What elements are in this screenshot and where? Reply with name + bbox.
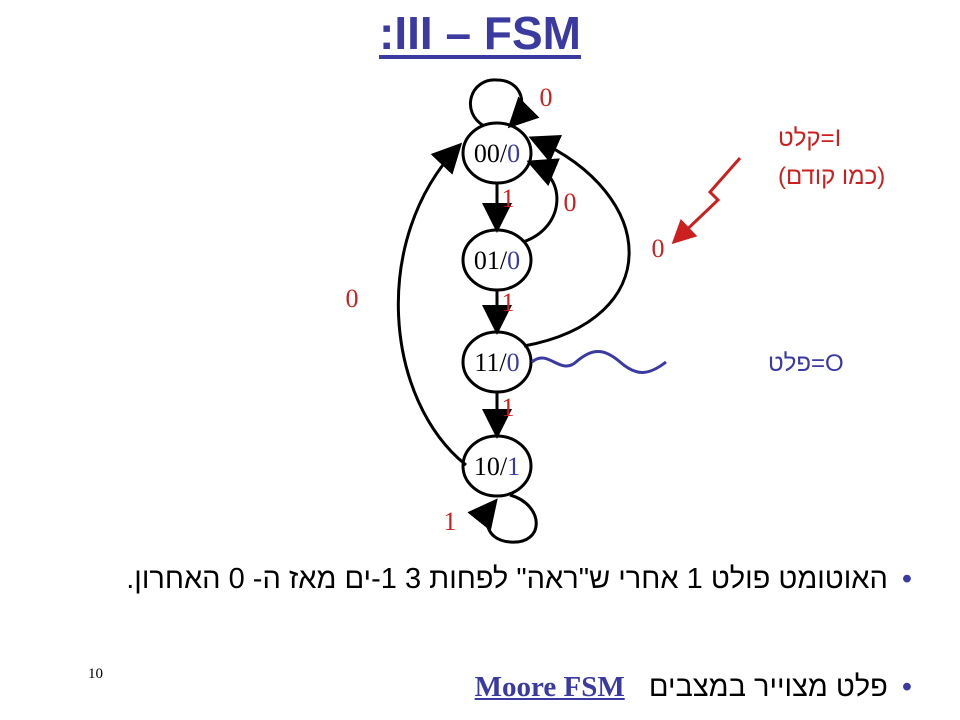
transition-00-00-label: 0 — [540, 83, 553, 112]
state-10-code: 10 — [474, 452, 500, 481]
transition-11-10: 1 — [482, 393, 515, 439]
bullet-dot-icon: • — [901, 563, 912, 595]
state-00-output: 0 — [507, 139, 520, 168]
bullet-moore: • פלט מצוייר במצבים Moore FSM — [62, 668, 912, 706]
transition-01-11: 1 — [482, 288, 515, 335]
bullet-moore-text: פלט מצוייר במצבים — [648, 671, 888, 703]
svg-text:11/0: 11/0 — [474, 348, 519, 377]
transition-00-01-label: 1 — [502, 184, 515, 213]
moore-fsm-link: Moore FSM — [474, 671, 625, 703]
state-01: 01/0 — [461, 228, 533, 292]
state-10: 10/1 — [461, 434, 533, 498]
output-wave-icon — [531, 350, 667, 374]
state-00: 00/0 — [461, 121, 533, 185]
input-callout-line1: I=קלט — [778, 125, 841, 152]
svg-text:10/1: 10/1 — [474, 452, 520, 481]
bullet-description: • האוטומט פולט 1 אחרי ש"ראה" לפחות 3 1-ים… — [62, 560, 912, 598]
svg-text:00/0: 00/0 — [474, 139, 520, 168]
input-callout-line2: (כמו קודם) — [778, 163, 885, 190]
transition-10-00-label: 0 — [346, 284, 359, 313]
input-callout: I=קלט (כמו קודם) — [671, 125, 885, 245]
transition-11-00-label: 0 — [652, 234, 665, 263]
transition-10-10: 1 — [444, 493, 538, 544]
transition-00-00: 0 — [468, 78, 553, 129]
state-01-output: 0 — [507, 246, 520, 275]
output-callout-text: O=פלט — [768, 350, 844, 377]
state-diagram: 00/0 01/0 11/0 10/1 0 1 0 1 0 — [346, 78, 885, 544]
state-11-output: 0 — [507, 348, 520, 377]
transition-11-00: 0 — [523, 135, 665, 348]
transition-01-00-label: 0 — [564, 188, 577, 217]
state-10-output: 1 — [507, 452, 520, 481]
state-11: 11/0 — [461, 330, 533, 394]
transition-01-11-label: 1 — [502, 288, 515, 317]
page-number: 10 — [88, 666, 103, 682]
transition-01-00: 0 — [522, 158, 577, 244]
slide-title: :III – FSM — [379, 7, 581, 59]
transition-11-10-label: 1 — [502, 393, 515, 422]
svg-text:01/0: 01/0 — [474, 246, 520, 275]
bullet-dot-icon: • — [901, 671, 912, 703]
transition-10-10-label: 1 — [444, 507, 457, 536]
state-11-sep: / — [499, 348, 507, 377]
state-01-sep: / — [500, 246, 508, 275]
state-00-code: 00 — [474, 139, 500, 168]
transition-00-01: 1 — [482, 184, 515, 233]
output-callout: O=פלט — [531, 350, 844, 377]
input-lightning-arrow-icon — [671, 157, 742, 245]
state-00-sep: / — [500, 139, 508, 168]
state-01-code: 01 — [474, 246, 500, 275]
transition-10-00: 0 — [346, 142, 467, 467]
bullet-description-text: האוטומט פולט 1 אחרי ש"ראה" לפחות 3 1-ים … — [126, 563, 888, 595]
state-10-sep: / — [500, 452, 508, 481]
state-11-code: 11 — [474, 348, 499, 377]
